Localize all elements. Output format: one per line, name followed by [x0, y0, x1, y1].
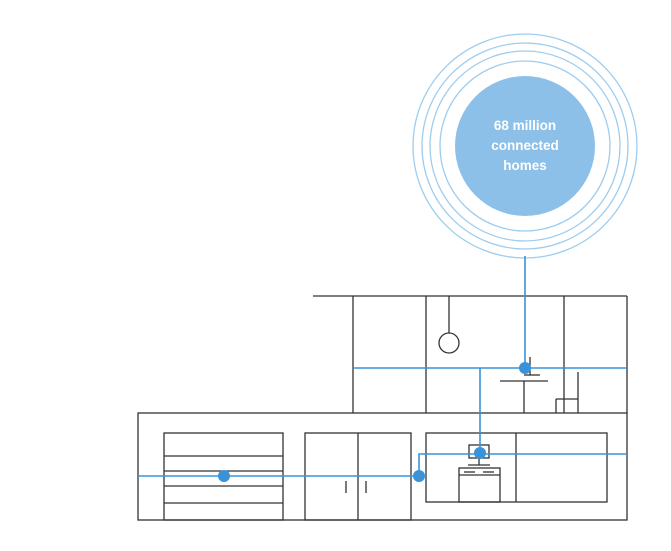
node-drawers [218, 470, 230, 482]
mid-link-line [418, 453, 627, 476]
connection-nodes [218, 362, 531, 482]
hub-bubble [455, 76, 595, 216]
hub-label: 68 million connected homes [455, 116, 595, 176]
hub-label-line-2: connected [491, 138, 559, 153]
house-outline [137, 295, 628, 521]
hub-label-line-1: 68 million [493, 118, 557, 133]
node-upper [519, 362, 531, 374]
lower-floor-frame [137, 412, 628, 521]
signal-ring-3 [421, 42, 629, 250]
desk-cabinet [458, 467, 501, 503]
signal-ring-inner [439, 60, 611, 232]
lamp-icon [438, 332, 460, 354]
hub-label-line-3: homes [503, 158, 547, 173]
connection-network [138, 256, 627, 477]
signal-ring-2 [429, 50, 621, 242]
node-wardrobe [413, 470, 425, 482]
node-monitor [474, 447, 486, 459]
